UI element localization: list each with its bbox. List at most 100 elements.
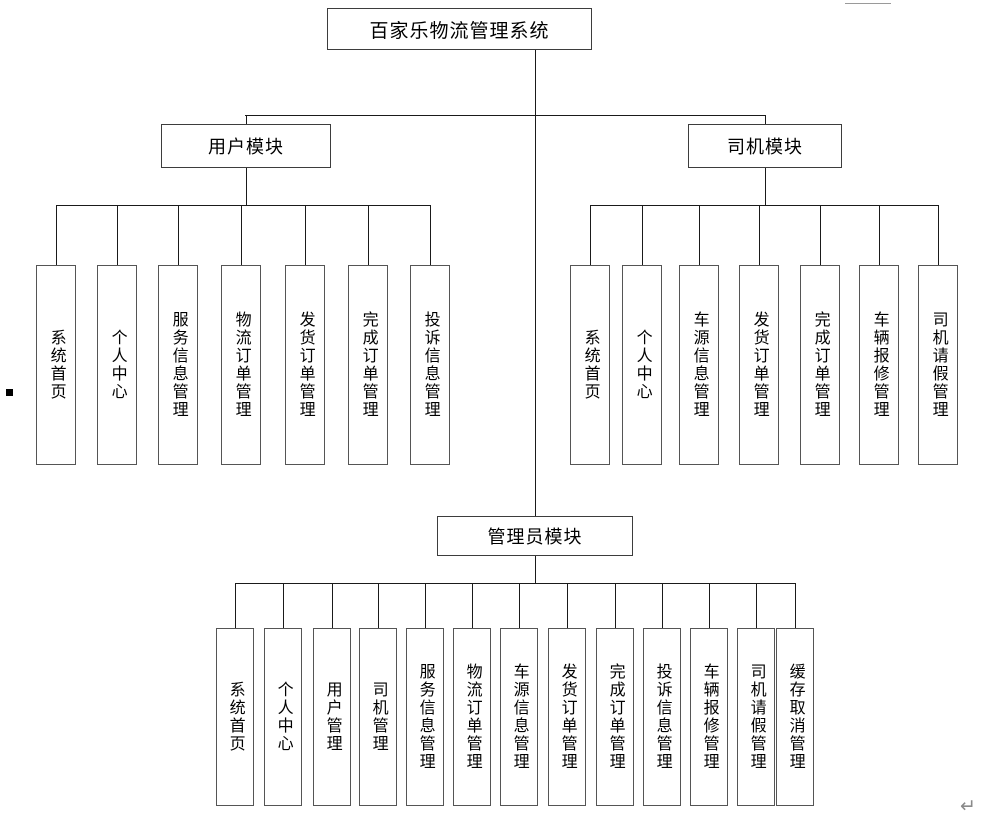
leaf-node[interactable]: 车源信息管理: [679, 265, 719, 465]
leaf-node[interactable]: 个人中心: [264, 628, 302, 806]
leaf-node-label: 完成订单管理: [359, 311, 377, 419]
leaf-node-label: 物流订单管理: [232, 311, 250, 419]
leaf-node[interactable]: 物流订单管理: [221, 265, 261, 465]
leaf-node-label: 车源信息管理: [690, 311, 708, 419]
connector-vertical: [756, 583, 757, 628]
connector-vertical: [615, 583, 616, 628]
leaf-node[interactable]: 发货订单管理: [739, 265, 779, 465]
connector-vertical: [820, 205, 821, 265]
module-node-label: 管理员模块: [487, 527, 583, 547]
connector-vertical: [425, 583, 426, 628]
module-node-driver[interactable]: 司机模块: [688, 124, 842, 168]
leaf-node-label: 服务信息管理: [169, 311, 187, 419]
leaf-node[interactable]: 完成订单管理: [348, 265, 388, 465]
leaf-node-label: 个人中心: [633, 329, 651, 401]
module-node-admin[interactable]: 管理员模块: [437, 516, 633, 556]
leaf-node-label: 个人中心: [274, 681, 292, 753]
paragraph-mark-icon: ↵: [960, 795, 976, 817]
leaf-node[interactable]: 完成订单管理: [596, 628, 634, 806]
connector-vertical: [246, 115, 247, 124]
leaf-node[interactable]: 司机请假管理: [737, 628, 775, 806]
connector-vertical: [567, 583, 568, 628]
leaf-node-label: 用户管理: [323, 681, 341, 753]
leaf-node[interactable]: 系统首页: [216, 628, 254, 806]
connector-vertical: [938, 205, 939, 265]
root-node[interactable]: 百家乐物流管理系统: [327, 8, 592, 50]
leaf-node-label: 完成订单管理: [606, 663, 624, 771]
connector-vertical: [332, 583, 333, 628]
leaf-node-label: 车源信息管理: [510, 663, 528, 771]
leaf-node-label: 投诉信息管理: [421, 311, 439, 419]
connector-vertical: [246, 168, 247, 205]
leaf-node-label: 司机请假管理: [929, 311, 947, 419]
connector-vertical: [699, 205, 700, 265]
leaf-node-label: 完成订单管理: [811, 311, 829, 419]
leaf-node[interactable]: 用户管理: [313, 628, 351, 806]
leaf-node-label: 司机请假管理: [747, 663, 765, 771]
leaf-node[interactable]: 发货订单管理: [285, 265, 325, 465]
leaf-node[interactable]: 车辆报修管理: [690, 628, 728, 806]
leaf-node[interactable]: 投诉信息管理: [643, 628, 681, 806]
leaf-node[interactable]: 服务信息管理: [158, 265, 198, 465]
leaf-node[interactable]: 系统首页: [570, 265, 610, 465]
connector-vertical: [759, 205, 760, 265]
leaf-node[interactable]: 车辆报修管理: [859, 265, 899, 465]
bullet-marker-artifact: [6, 389, 13, 396]
leaf-node-label: 发货订单管理: [558, 663, 576, 771]
leaf-node-label: 司机管理: [369, 681, 387, 753]
connector-vertical: [472, 583, 473, 628]
leaf-node[interactable]: 车源信息管理: [500, 628, 538, 806]
top-rule-artifact: [845, 3, 891, 4]
connector-vertical: [662, 583, 663, 628]
connector-vertical: [535, 50, 536, 115]
connector-vertical: [519, 583, 520, 628]
leaf-node-label: 个人中心: [108, 329, 126, 401]
leaf-node[interactable]: 缓存取消管理: [776, 628, 814, 806]
connector-vertical: [535, 115, 536, 516]
module-node-user[interactable]: 用户模块: [161, 124, 331, 168]
leaf-node[interactable]: 完成订单管理: [800, 265, 840, 465]
connector-vertical: [56, 205, 57, 265]
connector-vertical: [283, 583, 284, 628]
leaf-node[interactable]: 服务信息管理: [406, 628, 444, 806]
leaf-node[interactable]: 投诉信息管理: [410, 265, 450, 465]
leaf-node[interactable]: 物流订单管理: [453, 628, 491, 806]
connector-vertical: [368, 205, 369, 265]
connector-vertical: [430, 205, 431, 265]
leaf-node-label: 物流订单管理: [463, 663, 481, 771]
connector-vertical: [709, 583, 710, 628]
connector-vertical: [241, 205, 242, 265]
connector-vertical: [765, 115, 766, 124]
connector-vertical: [235, 583, 236, 628]
connector-vertical: [378, 583, 379, 628]
leaf-node-label: 系统首页: [226, 681, 244, 753]
leaf-node[interactable]: 司机请假管理: [918, 265, 958, 465]
root-node-label: 百家乐物流管理系统: [369, 20, 550, 42]
connector-horizontal: [245, 115, 765, 116]
leaf-node-label: 系统首页: [581, 329, 599, 401]
connector-vertical: [535, 556, 536, 583]
connector-vertical: [642, 205, 643, 265]
connector-vertical: [590, 205, 591, 265]
leaf-node[interactable]: 司机管理: [359, 628, 397, 806]
leaf-node-label: 发货订单管理: [750, 311, 768, 419]
leaf-node-label: 缓存取消管理: [786, 663, 804, 771]
leaf-node-label: 发货订单管理: [296, 311, 314, 419]
connector-horizontal: [235, 583, 795, 584]
leaf-node[interactable]: 个人中心: [97, 265, 137, 465]
leaf-node[interactable]: 个人中心: [622, 265, 662, 465]
connector-vertical: [795, 583, 796, 628]
connector-horizontal: [56, 205, 430, 206]
connector-horizontal: [590, 205, 938, 206]
leaf-node[interactable]: 发货订单管理: [548, 628, 586, 806]
connector-vertical: [305, 205, 306, 265]
leaf-node[interactable]: 系统首页: [36, 265, 76, 465]
connector-vertical: [765, 168, 766, 205]
connector-vertical: [117, 205, 118, 265]
connector-vertical: [178, 205, 179, 265]
leaf-node-label: 系统首页: [47, 329, 65, 401]
module-node-label: 用户模块: [208, 137, 284, 157]
leaf-node-label: 服务信息管理: [416, 663, 434, 771]
module-node-label: 司机模块: [727, 137, 803, 157]
